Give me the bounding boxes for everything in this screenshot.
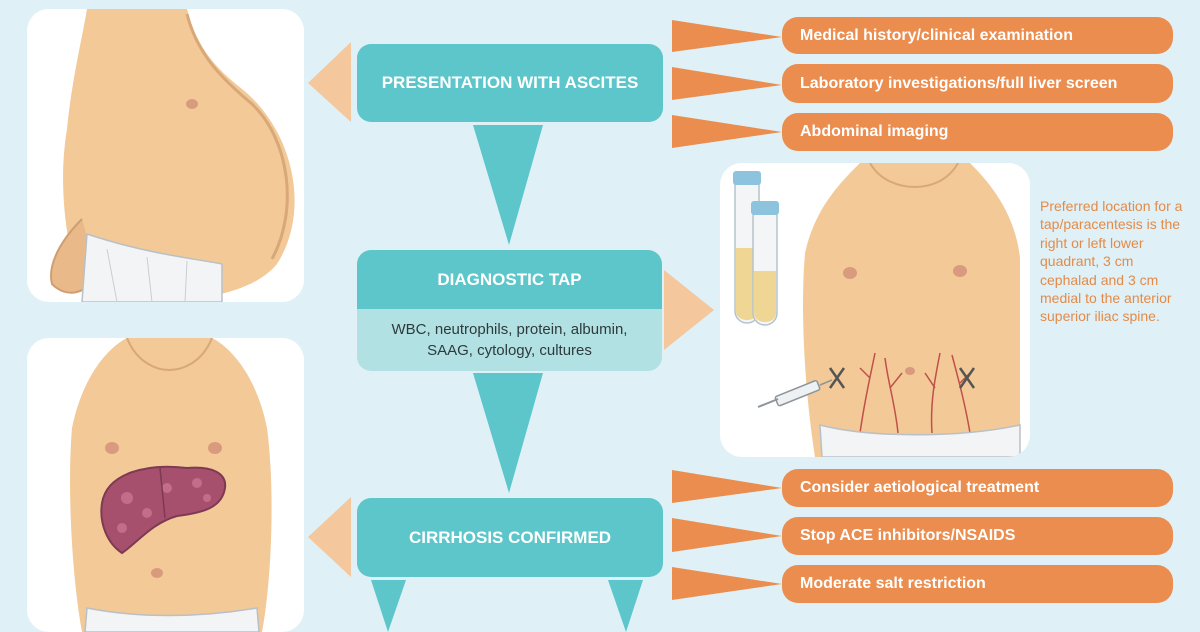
workup-step-laboratory: Laboratory investigations/full liver scr… xyxy=(782,64,1173,103)
cirrhosis-box: CIRRHOSIS CONFIRMED xyxy=(357,498,663,577)
paracentesis-illustration xyxy=(733,163,1021,457)
workup-step-imaging: Abdominal imaging xyxy=(782,113,1173,151)
arrow-to-cirrhosis-image xyxy=(308,497,351,577)
diagnostic-tap-tests: WBC, neutrophils, protein, albumin, SAAG… xyxy=(357,309,662,371)
arrow-step-6 xyxy=(672,567,782,600)
test-tubes-icon xyxy=(733,171,779,326)
arrow-to-ascites-image xyxy=(308,42,351,122)
ascites-abdomen-panel xyxy=(27,9,304,302)
arrow-presentation-to-tap xyxy=(473,125,543,245)
cirrhosis-step-stop-drugs: Stop ACE inhibitors/NSAIDS xyxy=(782,517,1173,555)
arrow-cirrhosis-down-right xyxy=(608,580,643,632)
workup-step-history: Medical history/clinical examination xyxy=(782,17,1173,54)
syringe-icon xyxy=(757,379,833,408)
arrow-step-2 xyxy=(672,67,782,100)
arrow-step-5 xyxy=(672,518,782,552)
arrow-cirrhosis-down-left xyxy=(371,580,406,632)
arrow-step-1 xyxy=(672,20,782,52)
arrow-step-4 xyxy=(672,470,782,503)
arrow-to-paracentesis-image xyxy=(664,270,714,350)
presentation-box: PRESENTATION WITH ASCITES xyxy=(357,44,663,122)
cirrhosis-illustration xyxy=(70,338,272,632)
ascites-abdomen-illustration xyxy=(50,9,295,302)
cirrhosis-panel xyxy=(27,338,304,632)
tap-location-note: Preferred location for a tap/paracentesi… xyxy=(1040,198,1183,325)
arrow-step-3 xyxy=(672,115,782,148)
diagnostic-tap-title: DIAGNOSTIC TAP xyxy=(357,250,662,309)
cirrhosis-step-salt: Moderate salt restriction xyxy=(782,565,1173,603)
paracentesis-panel xyxy=(720,163,1030,457)
diagnostic-tap-box: DIAGNOSTIC TAP WBC, neutrophils, protein… xyxy=(357,250,662,371)
cirrhosis-step-aetiology: Consider aetiological treatment xyxy=(782,469,1173,507)
arrow-tap-to-cirrhosis xyxy=(473,373,543,493)
